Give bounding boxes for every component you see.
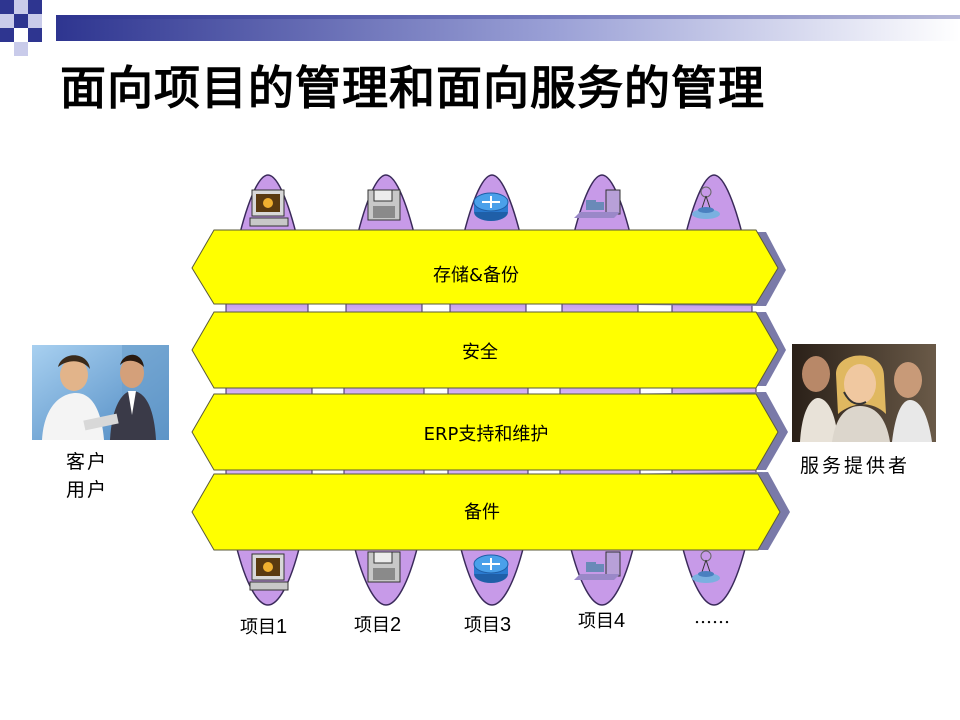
slide-title: 面向项目的管理和面向服务的管理 — [60, 61, 765, 115]
client-label-line2: 用户 — [66, 479, 109, 501]
project-label-2: 项目2 — [354, 611, 401, 637]
band-erp-support: ERP支持和维护 — [191, 392, 788, 471]
project-label-4: 项目4 — [578, 607, 625, 633]
project-label-3-num: 3 — [500, 614, 512, 636]
band-storage-backup: 存储&备份 — [191, 229, 786, 306]
project-label-1: 项目1 — [240, 613, 287, 639]
project-label-5-prefix: …… — [694, 607, 730, 628]
project-label-4-prefix: 项目 — [578, 611, 614, 632]
project-label-1-num: 1 — [276, 616, 288, 638]
router-icon — [473, 192, 509, 221]
band-label-security: 安全 — [462, 342, 498, 363]
wireless-tower-icon — [692, 550, 720, 583]
router-icon — [473, 554, 509, 583]
band-label-storage-backup: 存储&备份 — [433, 265, 519, 286]
client-label: 客户 用户 — [66, 448, 126, 504]
floppy-disk-icon — [367, 189, 401, 221]
project-label-2-prefix: 项目 — [354, 615, 390, 636]
band-label-spare-parts: 备件 — [464, 502, 500, 523]
band-security: 安全 — [191, 311, 786, 389]
wireless-tower-icon — [692, 186, 720, 219]
computer-icon — [249, 189, 289, 227]
band-spare-parts: 备件 — [191, 472, 790, 551]
computer-icon — [249, 553, 289, 591]
floppy-disk-icon — [367, 551, 401, 583]
provider-photo — [792, 344, 936, 442]
network-server-icon — [574, 189, 621, 218]
project-label-3-prefix: 项目 — [464, 615, 500, 636]
client-label-line1: 客户 — [66, 451, 109, 473]
network-server-icon — [574, 551, 621, 580]
project-label-1-prefix: 项目 — [240, 617, 276, 638]
client-photo — [32, 345, 169, 440]
band-label-erp-support: ERP支持和维护 — [424, 424, 549, 445]
project-label-4-num: 4 — [614, 610, 626, 632]
project-label-3: 项目3 — [464, 611, 511, 637]
project-label-5: …… — [694, 606, 730, 629]
provider-label: 服务提供者 — [800, 455, 911, 477]
header-decoration — [0, 0, 960, 56]
project-label-2-num: 2 — [390, 614, 402, 636]
